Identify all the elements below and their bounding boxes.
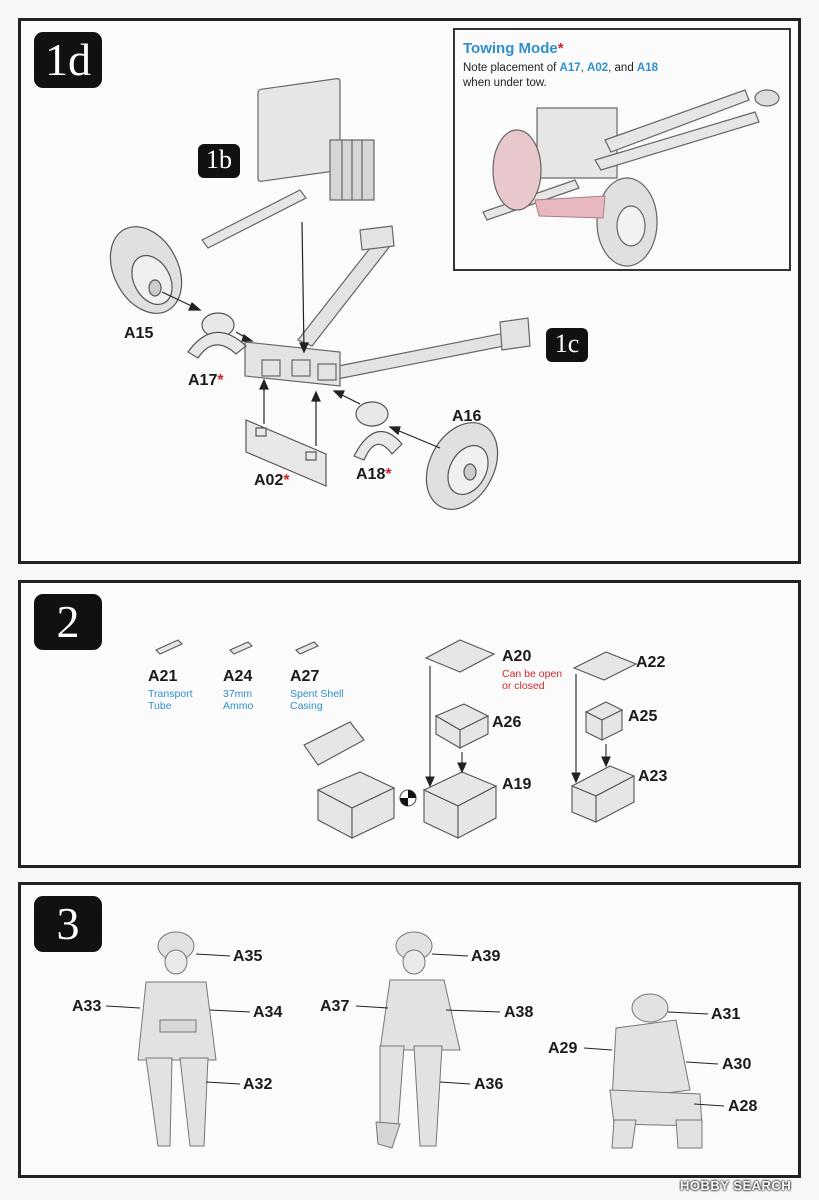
label-a39: A39 bbox=[471, 948, 501, 965]
gun-barrel-assembly bbox=[201, 78, 375, 249]
shield-a17-drawing bbox=[187, 312, 247, 359]
part-a24-drawing bbox=[229, 641, 253, 655]
step-2-arrows bbox=[425, 666, 611, 788]
label-a18: A18* bbox=[356, 466, 392, 483]
step-ref-1b: 1b bbox=[198, 144, 240, 178]
towing-mode-inset: Towing Mode* Note placement of A17, A02,… bbox=[453, 28, 791, 271]
label-a15: A15 bbox=[124, 325, 154, 342]
part-a20-drawing bbox=[424, 639, 496, 673]
label-a28: A28 bbox=[728, 1098, 758, 1115]
label-a23: A23 bbox=[638, 768, 668, 785]
towing-mode-title: Towing Mode* bbox=[463, 40, 564, 57]
plate-a02-drawing bbox=[245, 419, 327, 487]
carriage-trail bbox=[244, 225, 531, 387]
part-a26-drawing bbox=[434, 703, 490, 749]
label-a27: A27 bbox=[290, 668, 320, 685]
towing-mode-note: Note placement of A17, A02, and A18 when… bbox=[463, 62, 659, 89]
label-a38: A38 bbox=[504, 1004, 534, 1021]
label-a20: A20 bbox=[502, 648, 532, 665]
part-a19-drawing bbox=[422, 771, 498, 839]
label-a26: A26 bbox=[492, 714, 522, 731]
label-a33: A33 bbox=[72, 998, 102, 1015]
label-a31: A31 bbox=[711, 1006, 741, 1023]
label-a24: A24 bbox=[223, 668, 253, 685]
step-number-3: 3 bbox=[34, 896, 102, 952]
step-3-leader-lines bbox=[105, 953, 725, 1107]
label-a32: A32 bbox=[243, 1076, 273, 1093]
label-a22: A22 bbox=[636, 654, 666, 671]
step-ref-1c: 1c bbox=[546, 328, 588, 362]
label-a25: A25 bbox=[628, 708, 658, 725]
label-a17: A17* bbox=[188, 372, 224, 389]
figure-standing-drawing bbox=[137, 931, 217, 1147]
assembly-arrows bbox=[161, 221, 441, 449]
shield-a18-drawing bbox=[353, 401, 403, 461]
label-a19: A19 bbox=[502, 776, 532, 793]
figure-leaning-drawing bbox=[375, 931, 461, 1149]
step-2-panel bbox=[18, 580, 801, 868]
label-a02: A02* bbox=[254, 472, 290, 489]
open-ammo-crate-drawing bbox=[303, 721, 396, 839]
watermark: HOBBY SEARCH bbox=[680, 1178, 792, 1193]
part-a25-drawing bbox=[584, 701, 624, 741]
label-a29: A29 bbox=[548, 1040, 578, 1057]
part-a27-drawing bbox=[295, 641, 319, 655]
wheel-a16-drawing bbox=[425, 422, 499, 510]
label-a16: A16 bbox=[452, 408, 482, 425]
label-a34: A34 bbox=[253, 1004, 283, 1021]
label-a37: A37 bbox=[320, 998, 350, 1015]
part-a22-drawing bbox=[572, 651, 638, 681]
step-number-1d: 1d bbox=[34, 32, 102, 88]
step-number-2: 2 bbox=[34, 594, 102, 650]
label-a35: A35 bbox=[233, 948, 263, 965]
towing-mode-drawing bbox=[482, 89, 780, 267]
label-a36: A36 bbox=[474, 1076, 504, 1093]
label-a30: A30 bbox=[722, 1056, 752, 1073]
part-a21-drawing bbox=[155, 639, 183, 655]
figure-crouching-drawing bbox=[609, 993, 703, 1149]
label-a21: A21 bbox=[148, 668, 178, 685]
part-a23-drawing bbox=[570, 765, 636, 823]
